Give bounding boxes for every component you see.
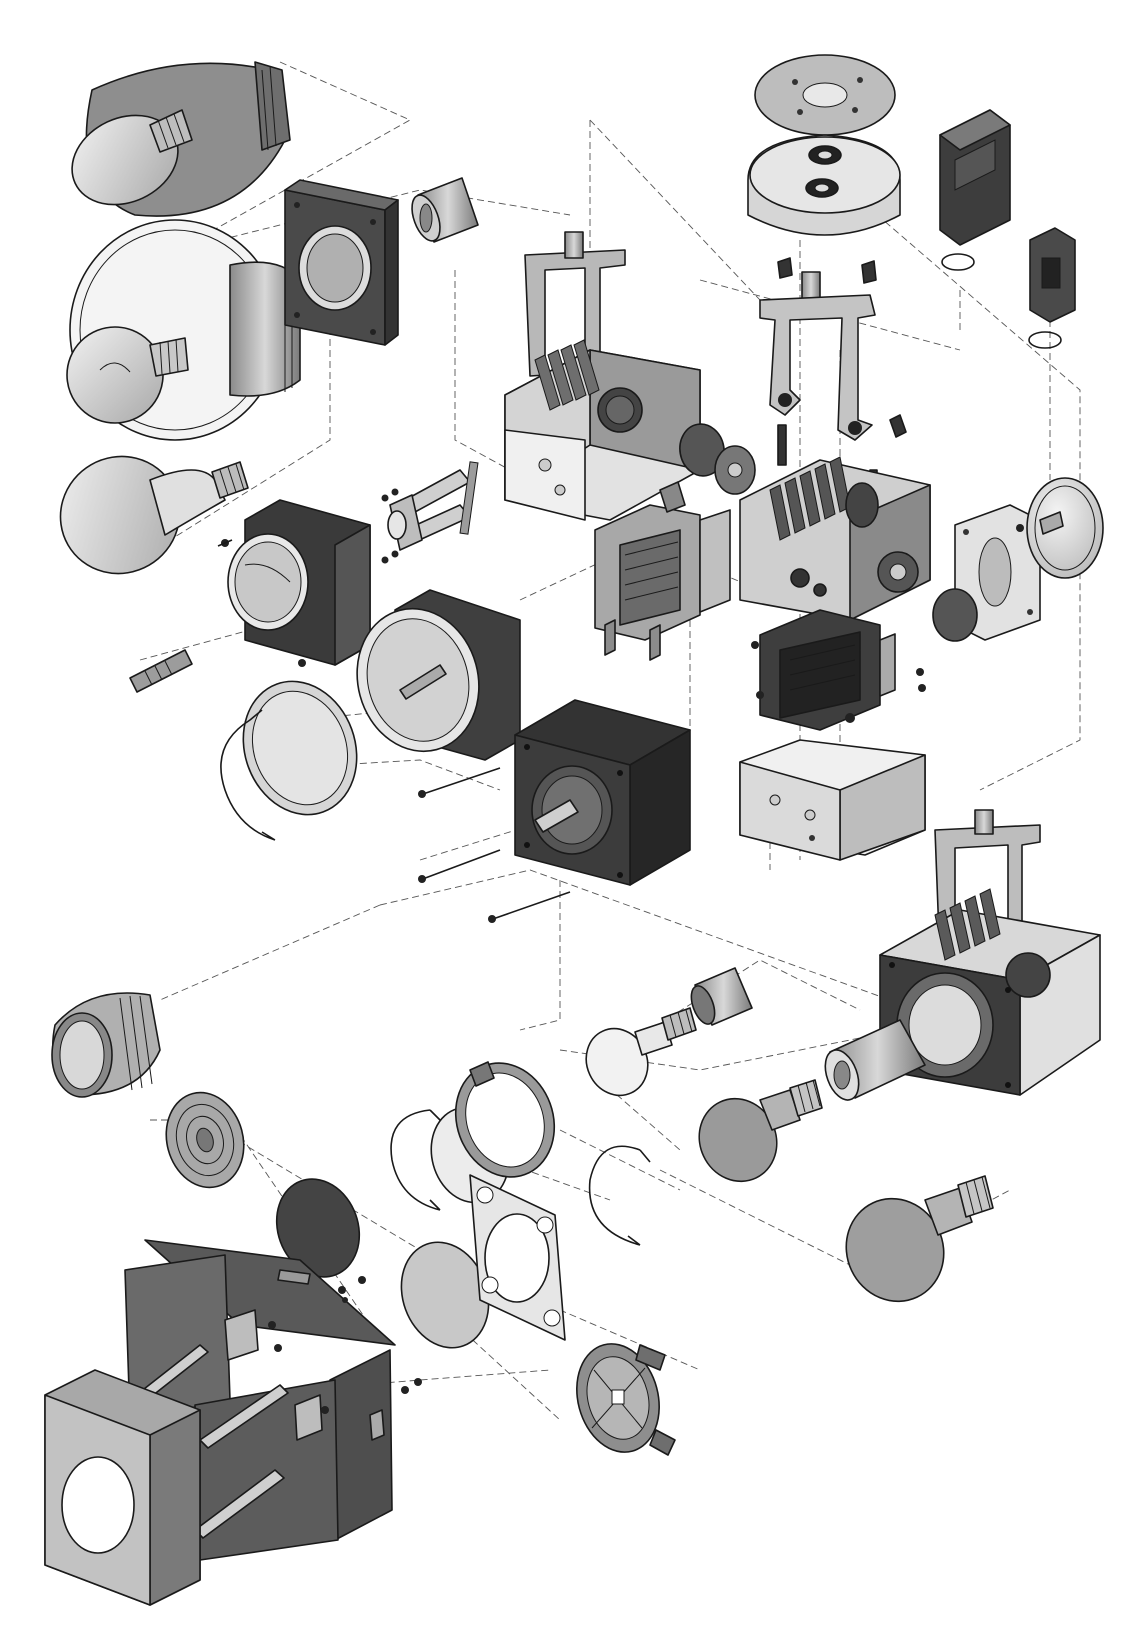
reflector-lamp-top (71, 61, 291, 217)
bayonet-ring (454, 1061, 556, 1178)
center-fins (769, 456, 851, 541)
round-lens-housing (356, 589, 521, 761)
lamp-holder-assembly (381, 461, 479, 564)
barn-door-right-flap (329, 1349, 422, 1541)
reflector-disc-right (1016, 477, 1104, 579)
transformer-left (594, 504, 731, 661)
knob-parts (659, 423, 756, 513)
small-sleeve-lower (690, 967, 753, 1026)
honeycomb-louver-disc (165, 1091, 245, 1189)
socket-sleeve-lower (824, 1019, 926, 1101)
assembled-fins (934, 888, 1001, 961)
track-adapter-small (1028, 227, 1076, 349)
dark-filter-disc (275, 1178, 361, 1278)
mushroom-bulb-mid (698, 1079, 823, 1183)
retaining-clip-right (588, 1145, 651, 1246)
open-box-base (739, 739, 926, 861)
socket-sleeve-top (411, 177, 479, 243)
barn-door-front-frame (44, 1369, 201, 1606)
dark-cube-housing (514, 699, 691, 886)
finned-housing-center (739, 456, 931, 621)
glass-reflector-lamp (66, 219, 301, 441)
lamp-pin-bolt (129, 539, 306, 693)
cooling-fins (534, 339, 600, 411)
ceiling-canopy (747, 54, 901, 284)
mushroom-bulb-low (845, 1175, 994, 1303)
barn-door-bottom-flap (194, 1379, 339, 1561)
adjustment-cog (790, 551, 919, 597)
square-mount-frame (284, 179, 399, 346)
threaded-collar (51, 992, 161, 1098)
housing-with-yoke-top (504, 231, 701, 521)
retaining-clip-left (390, 1109, 441, 1211)
mushroom-bulb-large (59, 455, 249, 575)
lens-housing-upper (227, 499, 371, 666)
front-lens-with-clip (220, 680, 358, 841)
track-adapter-large (939, 109, 1011, 271)
gasket-plate (469, 1174, 566, 1341)
cross-grid-adapter (576, 1343, 676, 1456)
clear-mushroom-bulb (585, 1007, 697, 1097)
screws-lower (338, 1276, 366, 1303)
transformer-right (751, 609, 926, 731)
mounting-plate-right (932, 504, 1041, 642)
long-screws (418, 767, 571, 923)
